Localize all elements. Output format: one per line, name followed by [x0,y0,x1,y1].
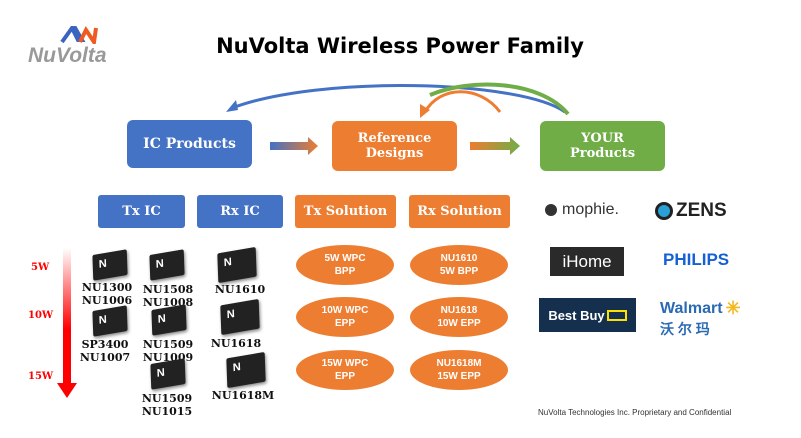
logo-text: NuVolta [28,44,107,67]
page-title: NuVolta Wireless Power Family [216,34,584,58]
logo-mark-icon [60,26,98,44]
chip-image [220,298,260,336]
reference-designs-box: Reference Designs [332,121,457,171]
zens-power-icon [655,202,673,220]
chip-image [226,351,266,389]
bestbuy-logo: Best Buy [539,298,636,332]
power-15w: 15W [28,371,54,382]
tx-solution-header: Tx Solution [295,195,396,228]
your-products-box: YOUR Products [540,121,665,171]
chip-image [92,305,128,337]
power-scale-arrow [57,248,77,398]
orange-curved-arrow [423,90,502,113]
rx-ic-header: Rx IC [197,195,283,228]
walmart-logo: Walmart✳ 沃 尔 玛 [660,298,741,337]
price-tag-icon [606,309,627,321]
ic-products-box: IC Products [127,120,252,168]
chip-image [151,304,187,336]
chip-label: NU1618 [210,337,262,350]
mophie-logo: mophie. [545,201,619,219]
green-curved-arrow [429,82,570,116]
right-arrow-1 [270,137,318,155]
nuvolta-logo: NuVolta [28,25,128,67]
power-5w: 5W [31,262,50,273]
chip-image [150,358,186,390]
walmart-spark-icon: ✳ [725,298,741,318]
chip-image [149,249,185,281]
ihome-logo: iHome [550,247,624,276]
chip-image [217,246,257,284]
chip-image [92,249,128,281]
footer-text: NuVolta Technologies Inc. Proprietary an… [538,408,732,417]
tx-ic-header: Tx IC [98,195,185,228]
feedback-arrows [226,82,570,155]
mophie-icon [545,204,557,216]
philips-logo: PHILIPS [663,250,730,269]
chip-label: NU1610 [214,283,266,296]
right-arrow-2 [470,137,520,155]
rx-solution-header: Rx Solution [409,195,510,228]
zens-logo: ZENS [655,200,727,222]
chip-label: NU1618M [211,389,275,402]
power-10w: 10W [28,310,54,321]
blue-curved-arrow [231,84,566,114]
